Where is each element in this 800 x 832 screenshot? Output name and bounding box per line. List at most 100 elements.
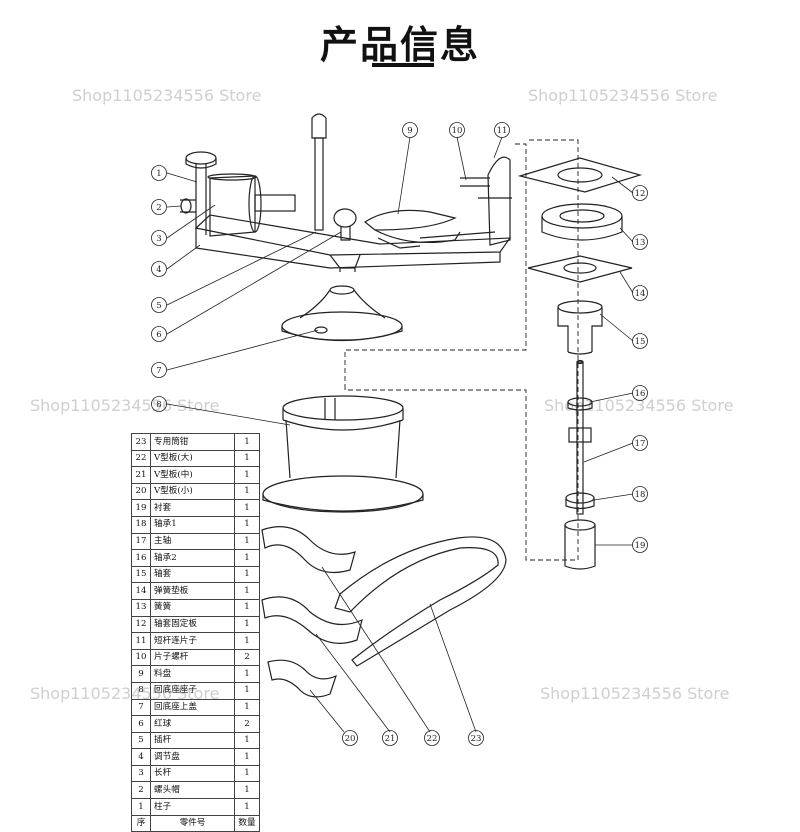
callout-13-circle (632, 234, 648, 250)
table-cell-qty: 1 (234, 598, 260, 617)
callout-12-label: 12 (635, 189, 646, 199)
v-plates-and-tongs (261, 526, 507, 698)
table-cell-index: 23 (131, 433, 151, 451)
table-cell-qty: 1 (234, 698, 260, 717)
table-cell-index: 3 (131, 764, 151, 783)
table-cell-part: V型板(大) (150, 449, 235, 468)
callout-11-label: 11 (497, 126, 508, 136)
table-cell-part: 主轴 (150, 532, 235, 551)
callout-7-circle (151, 362, 167, 378)
table-cell-part: V型板(小) (150, 482, 235, 501)
table-cell-part: 长杆 (150, 764, 235, 783)
table-cell-index: 15 (131, 565, 151, 584)
table-cell-qty: 1 (234, 731, 260, 750)
table-cell-index: 9 (131, 665, 151, 683)
table-cell-index: 5 (131, 731, 151, 750)
table-cell-part: 轴承2 (150, 549, 235, 567)
table-cell-part: 红球 (150, 715, 235, 733)
table-cell-part: 衬套 (150, 499, 235, 517)
callout-3-label: 3 (156, 234, 161, 244)
callout-23-label: 23 (471, 734, 482, 744)
table-cell-index: 22 (131, 449, 151, 468)
callout-6-label: 6 (156, 330, 161, 340)
callout-8-label: 8 (156, 400, 161, 410)
callout-19-label: 19 (635, 541, 646, 551)
table-cell-index: 16 (131, 549, 151, 567)
table-cell-qty: 1 (234, 449, 260, 468)
table-cell-part: 轴套固定板 (150, 615, 235, 634)
callout-2-circle (151, 199, 167, 215)
table-cell-qty: 1 (234, 565, 260, 584)
callout-4-label: 4 (156, 265, 161, 275)
table-cell-index: 19 (131, 499, 151, 517)
watermark: Shop1105234556 Store (30, 396, 220, 415)
table-cell-index: 8 (131, 681, 151, 700)
table-header-qty: 数量 (234, 814, 260, 832)
table-cell-qty: 1 (234, 748, 260, 766)
callout-14-label: 14 (635, 289, 646, 299)
table-cell-qty: 1 (234, 532, 260, 551)
watermark: Shop1105234556 Store (72, 86, 262, 105)
table-cell-index: 18 (131, 515, 151, 534)
table-cell-index: 20 (131, 482, 151, 501)
callout-14-circle (632, 285, 648, 301)
table-cell-qty: 1 (234, 466, 260, 484)
leader-lines (166, 136, 634, 733)
title-underline (372, 63, 434, 67)
page-title: 产品信息 (319, 23, 480, 67)
callout-19-circle (632, 537, 648, 553)
callout-10-circle (449, 122, 465, 138)
table-header-part: 零件号 (150, 814, 235, 832)
table-cell-index: 10 (131, 648, 151, 667)
table-cell-qty: 1 (234, 482, 260, 501)
table-cell-part: 回底座座子 (150, 681, 235, 700)
table-cell-index: 1 (131, 798, 151, 816)
callout-21-label: 21 (385, 734, 396, 744)
base-housing (262, 395, 424, 513)
table-cell-index: 21 (131, 466, 151, 484)
callout-markers (151, 122, 648, 746)
table-cell-qty: 1 (234, 499, 260, 517)
table-cell-index: 17 (131, 532, 151, 551)
table-cell-part: 调节盘 (150, 748, 235, 766)
table-cell-qty: 1 (234, 632, 260, 650)
base-cap (281, 285, 403, 342)
table-cell-index: 12 (131, 615, 151, 634)
callout-20-circle (342, 730, 358, 746)
top-frame-assembly (180, 113, 512, 272)
callout-12-circle (632, 185, 648, 201)
callout-1-label: 1 (156, 169, 161, 179)
callout-23-circle (468, 730, 484, 746)
table-header-row: 序 零件号 数量 (131, 814, 260, 832)
table-cell-qty: 1 (234, 582, 260, 600)
table-cell-part: 簧簧 (150, 598, 235, 617)
callout-9-label: 9 (407, 126, 412, 136)
callout-21-circle (382, 730, 398, 746)
assembly-guide-lines (344, 139, 579, 561)
table-cell-qty: 1 (234, 433, 260, 451)
table-cell-qty: 2 (234, 715, 260, 733)
watermark: Shop1105234556 Store (528, 86, 718, 105)
callout-6-circle (151, 326, 167, 342)
callout-4-circle (151, 261, 167, 277)
table-cell-part: 弹簧垫板 (150, 582, 235, 600)
